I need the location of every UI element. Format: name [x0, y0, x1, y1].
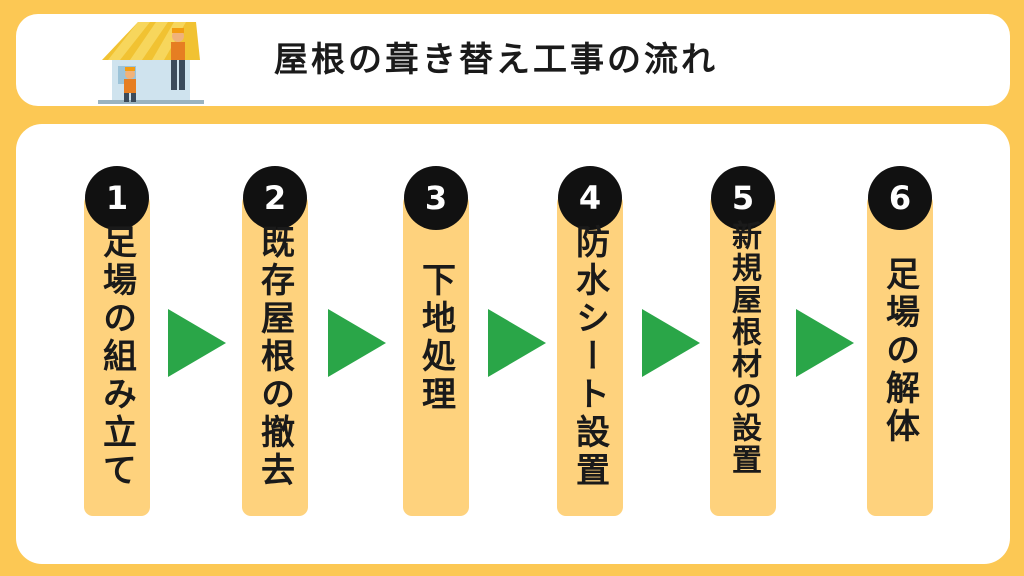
- arrow-right-icon: [168, 309, 226, 377]
- page-title: 屋根の葺き替え工事の流れ: [274, 40, 718, 80]
- step-number-badge: 2: [243, 166, 307, 230]
- step-card-3: 3 下地処理: [403, 166, 469, 516]
- step-card-6: 6 足場の解体: [867, 166, 933, 516]
- arrow-right-icon: [796, 309, 854, 377]
- arrow-right-icon: [328, 309, 386, 377]
- header-card: 屋根の葺き替え工事の流れ: [16, 14, 1010, 106]
- step-label: 下地処理: [415, 262, 456, 414]
- step-number-badge: 5: [711, 166, 775, 230]
- step-card-1: 1 足場の組み立て: [84, 166, 150, 516]
- step-label: 既存屋根の撤去: [254, 224, 295, 490]
- arrow-right-icon: [642, 309, 700, 377]
- step-number-badge: 6: [868, 166, 932, 230]
- step-label: 足場の組み立て: [96, 224, 137, 490]
- steps-panel: 1 足場の組み立て 2 既存屋根の撤去 3 下地処理 4 防水シート設置 5 新…: [16, 124, 1010, 564]
- step-label: 防水シート設置: [569, 224, 610, 490]
- step-number-badge: 3: [404, 166, 468, 230]
- step-card-4: 4 防水シート設置: [557, 166, 623, 516]
- step-label: 足場の解体: [879, 256, 920, 446]
- step-label: 新規屋根材の設置: [726, 220, 761, 476]
- arrow-right-icon: [488, 309, 546, 377]
- roof-workers-illustration: [98, 22, 204, 104]
- step-card-5: 5 新規屋根材の設置: [710, 166, 776, 516]
- step-number-badge: 4: [558, 166, 622, 230]
- step-card-2: 2 既存屋根の撤去: [242, 166, 308, 516]
- step-number-badge: 1: [85, 166, 149, 230]
